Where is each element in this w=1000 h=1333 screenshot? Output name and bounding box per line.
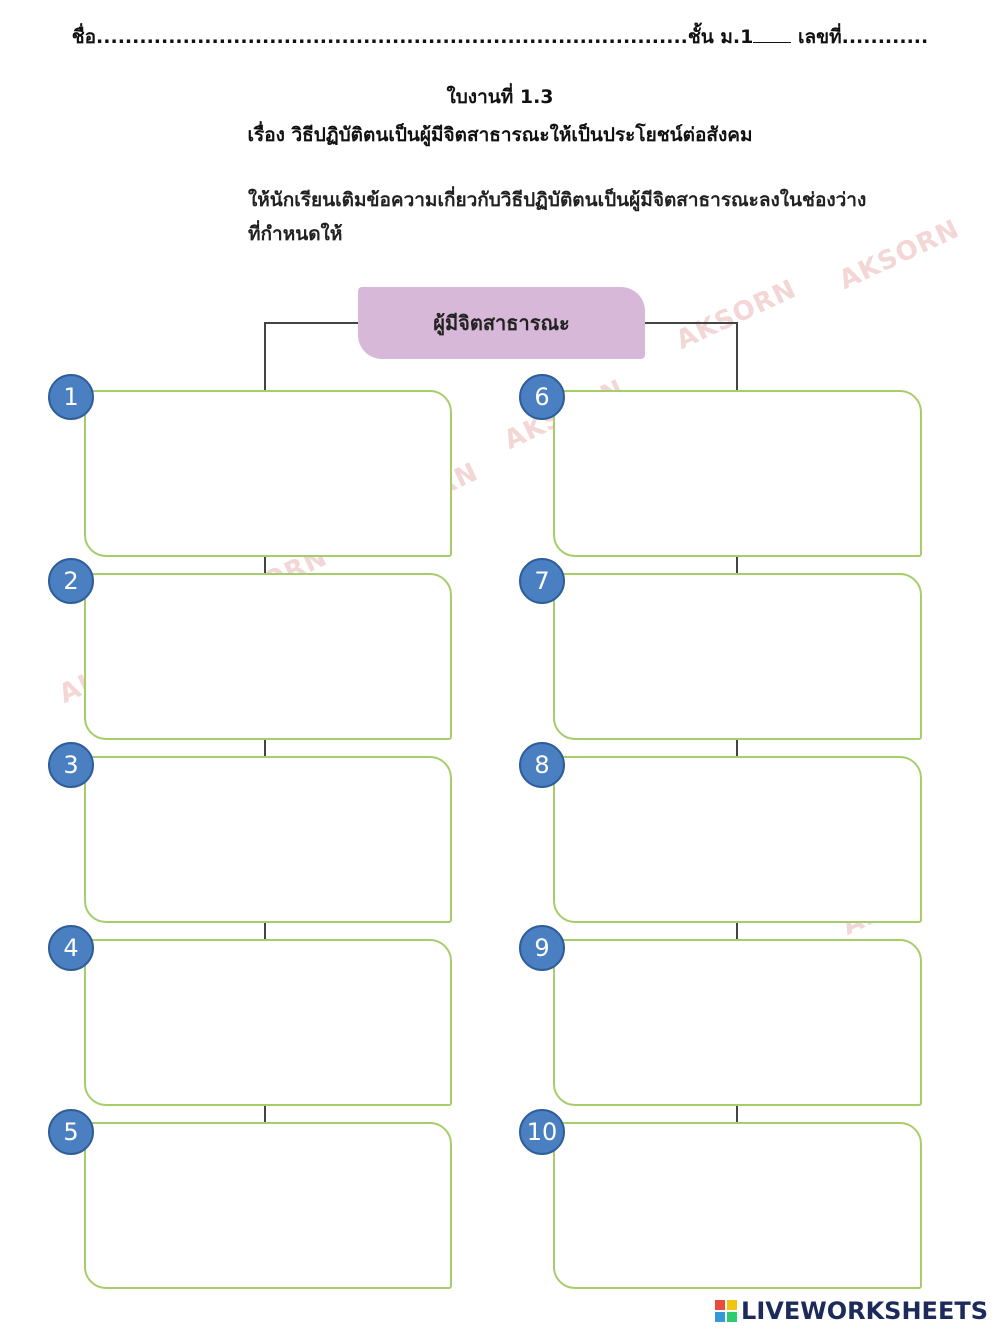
answer-box-1[interactable] [84, 390, 452, 557]
liveworksheets-logo-icon [715, 1300, 738, 1322]
connector-left [264, 1105, 266, 1123]
instruction-line-2: ที่กำหนดให้ [248, 223, 343, 245]
worksheet-number: ใบงานที่ 1.3 [446, 86, 554, 108]
answer-box-5[interactable] [84, 1122, 452, 1289]
number-line-text: เลขที่............ [791, 26, 929, 48]
number-badge: 4 [48, 925, 94, 971]
center-concept-label: ผู้มีจิตสาธารณะ [433, 311, 570, 335]
number-badge: 9 [519, 925, 565, 971]
number-badge: 7 [519, 558, 565, 604]
liveworksheets-brand: LIVEWORKSHEETS [715, 1297, 988, 1325]
answer-box-4[interactable] [84, 939, 452, 1106]
number-badge: 6 [519, 374, 565, 420]
answer-box-10[interactable] [553, 1122, 922, 1289]
number-badge: 3 [48, 742, 94, 788]
answer-box-2[interactable] [84, 573, 452, 740]
connector-left [264, 556, 266, 574]
worksheet-topic: เรื่อง วิธีปฏิบัติตนเป็นผู้มีจิตสาธารณะใ… [247, 124, 753, 146]
connector-top-left [264, 322, 359, 324]
connector-top-right [645, 322, 738, 324]
connector-left [264, 922, 266, 940]
name-grade-number-line: ชื่อ....................................… [0, 22, 1000, 52]
connector-right [736, 556, 738, 574]
number-badge: 8 [519, 742, 565, 788]
answer-box-7[interactable] [553, 573, 922, 740]
instruction-line-1: ให้นักเรียนเติมข้อความเกี่ยวกับวิธีปฏิบั… [248, 189, 867, 211]
number-badge: 1 [48, 374, 94, 420]
grade-blank[interactable] [753, 28, 792, 43]
number-badge: 2 [48, 558, 94, 604]
answer-box-6[interactable] [553, 390, 922, 557]
number-badge: 5 [48, 1109, 94, 1155]
answer-box-8[interactable] [553, 756, 922, 923]
name-line-text: ชื่อ....................................… [71, 26, 754, 48]
instruction: ให้นักเรียนเติมข้อความเกี่ยวกับวิธีปฏิบั… [248, 183, 938, 251]
answer-box-9[interactable] [553, 939, 922, 1106]
brand-name: LIVEWORKSHEETS [741, 1297, 988, 1325]
connector-left [264, 739, 266, 757]
connector-right [736, 922, 738, 940]
answer-box-3[interactable] [84, 756, 452, 923]
connector-left-drop [264, 322, 266, 390]
connector-right-drop [736, 322, 738, 390]
center-concept-box: ผู้มีจิตสาธารณะ [358, 287, 645, 359]
number-badge: 10 [519, 1109, 565, 1155]
connector-right [736, 739, 738, 757]
connector-right [736, 1105, 738, 1123]
